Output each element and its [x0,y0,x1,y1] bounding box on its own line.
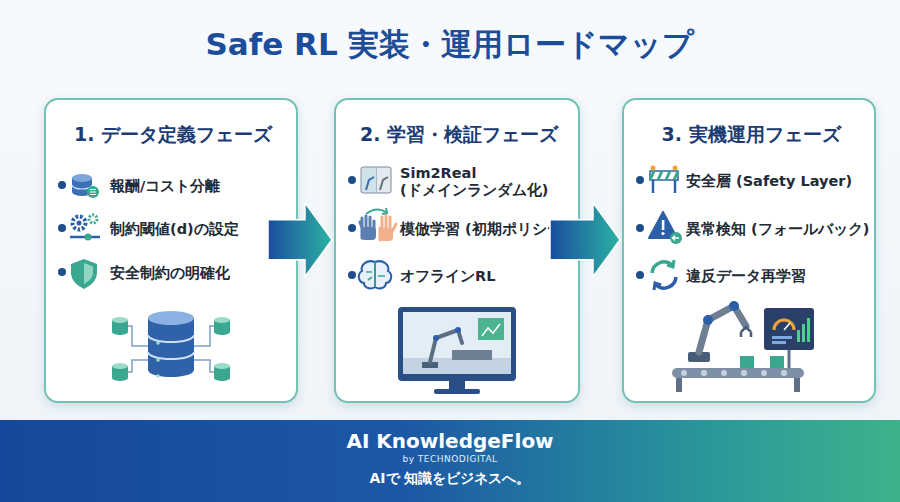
phase-heading: 1. データ定義フェーズ [46,122,300,148]
flow-arrow [268,203,332,277]
phase-box: 3. 実機運用フェーズ安全層 (Safety Layer) 異常検知 (フォールバ… [622,98,876,403]
item-text: 異常検知 (フォールバック) [686,221,872,238]
item-text: オフラインRL [400,268,575,285]
item-text: 報酬/コスト分離 [110,178,290,195]
phase-heading: 3. 実機運用フェーズ [624,122,878,148]
flow-arrow [550,203,620,277]
diagram-title: Safe RL 実装・運用ロードマップ [0,24,900,66]
footer-band: AI KnowledgeFlowby TECHNODIGITAL AIで 知識をビ… [0,420,900,502]
phase-heading: 2. 学習・検証フェーズ [336,122,582,148]
item-text: 制約閾値(d)の設定 [110,221,290,238]
brand-sub: by TECHNODIGITAL [0,454,900,464]
item-text: Sim2Real (ドメインランダム化) [400,165,575,200]
item-text: 違反データ再学習 [686,268,872,285]
item-text: 安全制約の明確化 [110,265,290,282]
item-text: 模倣学習 (初期ポリシー) [400,221,575,238]
brand-tagline: AIで 知識をビジネスへ。 [0,470,900,488]
brand-name: AI KnowledgeFlow [0,429,900,453]
phase-box: 2. 学習・検証フェーズ Sim2Real (ドメインランダム化) 模倣学習 (初期… [334,98,580,403]
phase-box: 1. データ定義フェーズ報酬/コスト分離制約閾値(d)の設定安全制約の明確化 [44,98,298,403]
item-text: 安全層 (Safety Layer) [686,173,872,190]
